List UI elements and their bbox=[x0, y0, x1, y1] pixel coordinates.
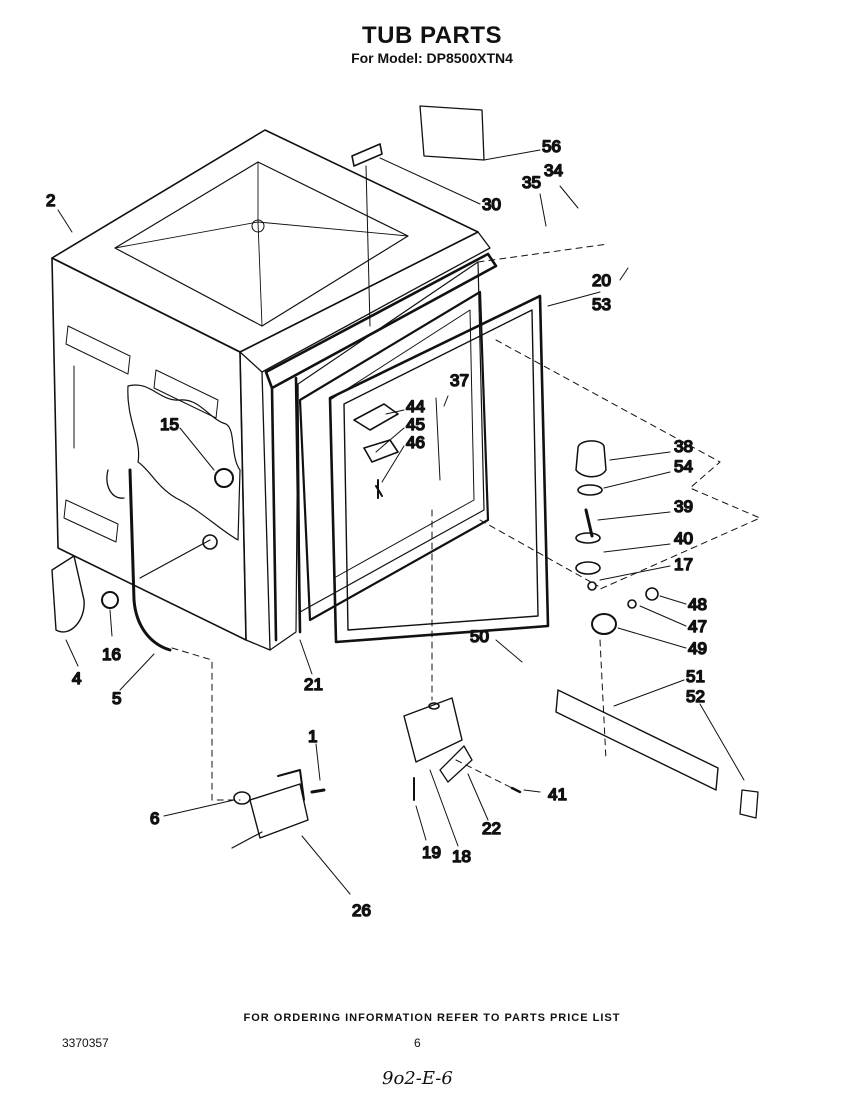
rack-frame bbox=[328, 294, 550, 644]
float-bracket bbox=[403, 697, 522, 801]
page-title: TUB PARTS bbox=[361, 22, 503, 49]
callout-18: 18 bbox=[452, 847, 471, 866]
callout-51: 51 bbox=[686, 667, 705, 686]
callout-52: 52 bbox=[686, 687, 705, 706]
callout-4: 4 bbox=[72, 669, 81, 688]
callout-15: 15 bbox=[160, 415, 179, 434]
door-gasket bbox=[264, 252, 498, 642]
callout-5: 5 bbox=[112, 689, 121, 708]
callout-34: 34 bbox=[544, 161, 563, 180]
model-subtitle: For Model: DP8500XTN4 bbox=[351, 50, 513, 66]
callout-20: 20 bbox=[592, 271, 611, 290]
callout-2: 2 bbox=[46, 191, 55, 210]
callout-41: 41 bbox=[548, 785, 567, 804]
ordering-note: FOR ORDERING INFORMATION REFER TO PARTS … bbox=[243, 1012, 621, 1024]
callout-54: 54 bbox=[674, 457, 693, 476]
callout-40: 40 bbox=[674, 529, 693, 548]
callout-6: 6 bbox=[150, 809, 159, 828]
callout-49: 49 bbox=[688, 639, 707, 658]
callout-labels: 1 2 4 5 6 15 16 17 18 19 20 21 22 26 30 … bbox=[45, 136, 708, 921]
callout-37: 37 bbox=[450, 371, 469, 390]
callout-1: 1 bbox=[308, 727, 317, 746]
hinge-hardware bbox=[575, 440, 659, 635]
vent-and-plate bbox=[351, 105, 485, 327]
bracket-parts bbox=[353, 397, 441, 499]
callout-16: 16 bbox=[102, 645, 121, 664]
page-number: 6 bbox=[414, 1036, 421, 1050]
callout-46: 46 bbox=[406, 433, 425, 452]
callout-38: 38 bbox=[674, 437, 693, 456]
callout-44: 44 bbox=[406, 397, 425, 416]
callout-45: 45 bbox=[406, 415, 425, 434]
dashed-connectors bbox=[171, 243, 761, 801]
callout-17: 17 bbox=[674, 555, 693, 574]
callout-22: 22 bbox=[482, 819, 501, 838]
leader-lines bbox=[57, 149, 745, 895]
callout-56: 56 bbox=[542, 137, 561, 156]
left-parts bbox=[51, 468, 234, 633]
callout-19: 19 bbox=[422, 843, 441, 862]
callout-50: 50 bbox=[470, 627, 489, 646]
callout-53: 53 bbox=[592, 295, 611, 314]
hinge-rail bbox=[555, 689, 759, 819]
callout-48: 48 bbox=[688, 595, 707, 614]
callout-35: 35 bbox=[522, 173, 541, 192]
callout-39: 39 bbox=[674, 497, 693, 516]
callout-21: 21 bbox=[304, 675, 323, 694]
valve-assembly bbox=[231, 769, 326, 849]
callout-26: 26 bbox=[352, 901, 371, 920]
callout-30: 30 bbox=[482, 195, 501, 214]
handwritten-note: 9o2-E-6 bbox=[382, 1068, 453, 1089]
tub-body bbox=[51, 129, 491, 652]
document-number: 3370357 bbox=[62, 1036, 109, 1050]
callout-47: 47 bbox=[688, 617, 707, 636]
